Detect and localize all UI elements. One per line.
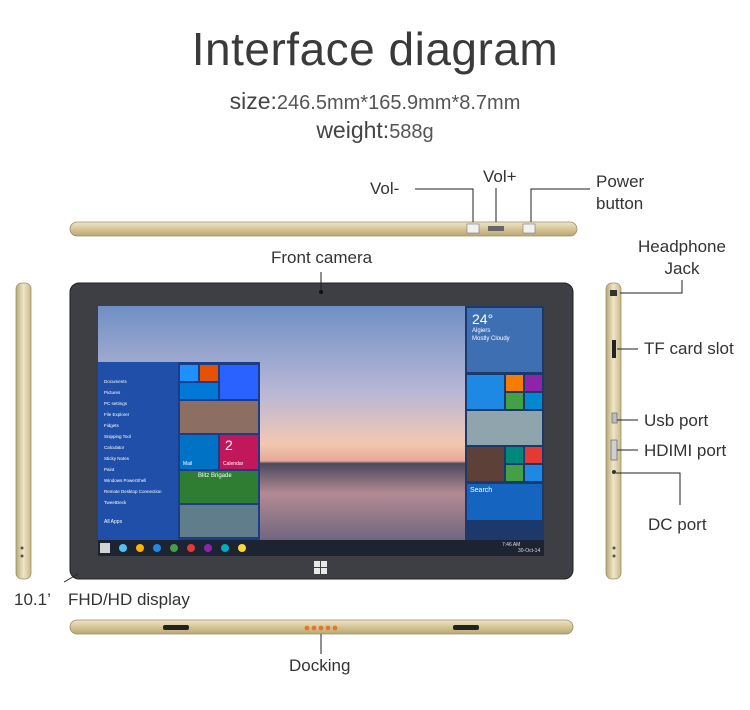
left-speaker-dot (20, 554, 24, 558)
weather-city: Algiers (472, 328, 491, 334)
start-menu-list (98, 362, 178, 540)
vol-minus-label: Vol- (370, 179, 400, 198)
start-menu-items: Documents Pictures PC settings File Expl… (104, 376, 176, 508)
start-menu-item[interactable]: Remote Desktop Connection (104, 489, 162, 494)
taskbar (98, 540, 544, 556)
right-speaker-dot (612, 546, 616, 550)
start-menu-item[interactable]: Paint (104, 467, 115, 472)
start-menu-item[interactable]: Documents (104, 379, 127, 384)
clock-date: 30-Oct-14 (518, 548, 541, 554)
weather-temp: 24° (472, 311, 494, 327)
page-title: Interface diagram (191, 23, 559, 75)
docking-label: Docking (289, 656, 351, 675)
usb-port-label: Usb port (644, 411, 709, 430)
vol-minus-button (466, 223, 480, 234)
usb-port (611, 412, 618, 424)
tile-calendar-label[interactable]: Calendar (223, 461, 244, 467)
weight-spec: weight:588g (0, 117, 750, 144)
left-edge-body (15, 282, 32, 580)
size-label: size: (229, 88, 277, 114)
right-speaker-dot (612, 554, 616, 558)
power-button-label: Power button (596, 171, 644, 215)
left-speaker-dot (20, 546, 24, 550)
docking-connector (304, 625, 338, 631)
leader-lines (63, 188, 683, 654)
clock-time: 7:46 AM (502, 542, 521, 548)
start-menu-item[interactable]: Calculator (104, 445, 125, 450)
display-size-label: 10.1’ (14, 590, 51, 609)
front-camera-lens (319, 290, 323, 294)
start-menu-item[interactable]: TweetDeck (104, 500, 127, 505)
tf-card-slot (612, 340, 616, 358)
all-apps-label[interactable]: All Apps (104, 519, 123, 525)
weight-value: 588g (389, 121, 434, 143)
left-side-view (15, 282, 32, 580)
start-button-icon (100, 543, 110, 553)
headphone-jack (610, 290, 617, 296)
size-spec: size:246.5mm*165.9mm*8.7mm (0, 88, 750, 115)
power-button (522, 223, 536, 234)
right-side-view (605, 282, 622, 580)
start-menu-item[interactable]: Windows PowerShell (104, 478, 147, 483)
tile-news-label[interactable]: Blitz Brigade (198, 473, 232, 479)
vol-plus-button (488, 226, 504, 231)
dc-port (612, 470, 616, 474)
top-edge-view (69, 221, 578, 237)
tf-card-slot-label: TF card slot (644, 339, 734, 358)
windows-logo-icon (314, 561, 327, 574)
tile-mail-label[interactable]: Mail (183, 461, 193, 467)
start-search-label[interactable]: Search (470, 487, 493, 494)
power-button-label-line1: Power (596, 172, 645, 191)
headphone-label-line2: Jack (664, 259, 700, 278)
vol-plus-label: Vol+ (483, 167, 517, 186)
bottom-edge-view (69, 619, 574, 635)
bottom-speaker-right (453, 625, 479, 630)
front-camera-label: Front camera (271, 248, 373, 267)
right-edge-body (605, 282, 622, 580)
dc-port-label: DC port (648, 515, 707, 534)
headphone-jack-label: Headphone Jack (620, 236, 744, 280)
start-menu-item[interactable]: Sticky Notes (104, 456, 130, 461)
weight-label: weight: (316, 117, 390, 143)
display-type-label: FHD/HD display (68, 590, 190, 609)
start-menu-item[interactable]: File Explorer (104, 412, 130, 417)
front-view (69, 282, 574, 580)
hdmi-port-label: HDIMI port (644, 441, 727, 460)
bottom-speaker-left (163, 625, 189, 630)
hdmi-port (610, 439, 618, 461)
power-button-label-line2: button (596, 194, 644, 213)
start-menu-item[interactable]: PC settings (104, 401, 128, 406)
headphone-label-line1: Headphone (638, 237, 726, 256)
start-menu-item[interactable]: Fidgets (104, 423, 119, 428)
top-edge-body (69, 221, 578, 237)
tile-calendar-number: 2 (225, 437, 233, 453)
weather-desc: Mostly Cloudy (472, 336, 510, 342)
start-menu-item[interactable]: Snipping Tool (104, 434, 131, 439)
start-menu-item[interactable]: Pictures (104, 390, 121, 395)
size-value: 246.5mm*165.9mm*8.7mm (276, 92, 521, 114)
